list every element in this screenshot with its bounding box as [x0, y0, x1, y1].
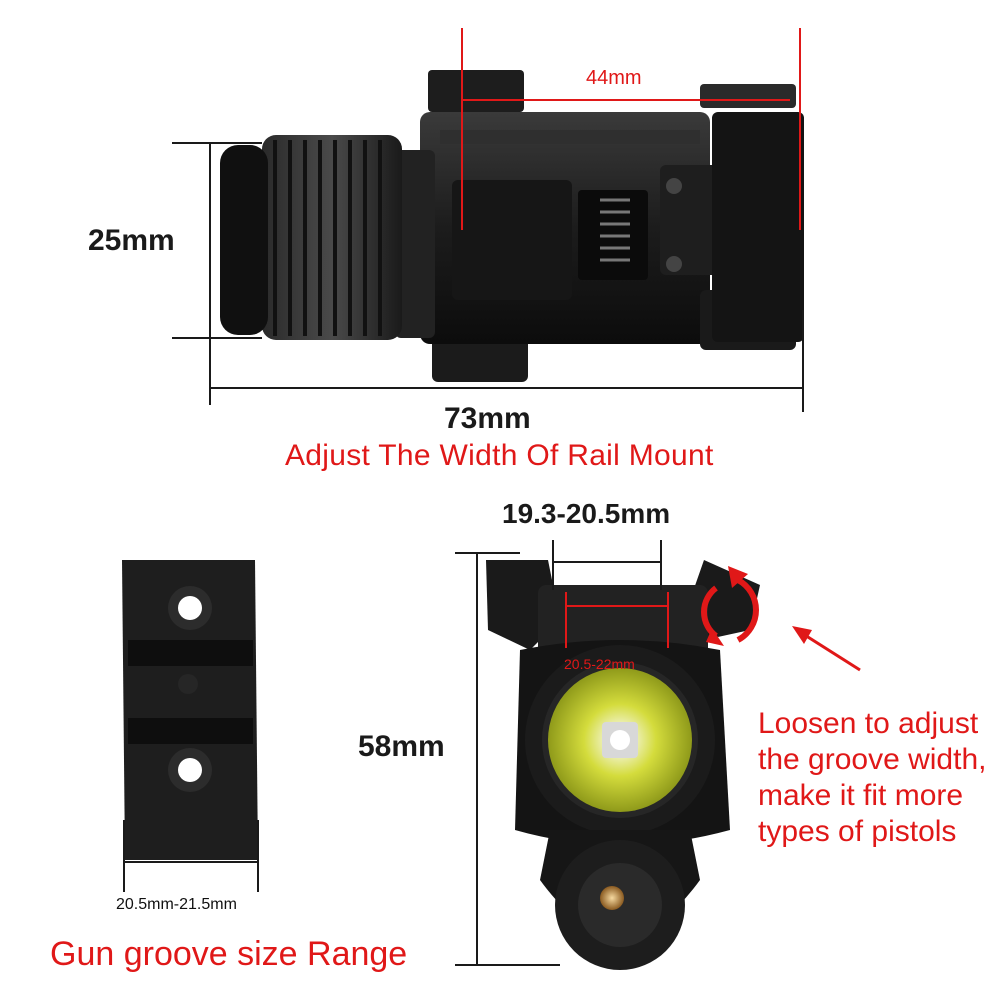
- loosen-line-1: Loosen to adjust: [758, 707, 979, 740]
- groove-range-caption: Gun groove size Range: [50, 935, 408, 973]
- loosen-line-2: the groove width,: [758, 743, 987, 776]
- dimension-lines-top: [172, 142, 804, 412]
- pointer-arrow-icon: [792, 626, 861, 672]
- mount-width-label: 19.3-20.5mm: [502, 498, 671, 529]
- rail-adapter: [122, 560, 258, 860]
- loosen-caption: Loosen to adjust the groove width, make …: [758, 706, 986, 850]
- front-view-light: [486, 560, 760, 970]
- adapter-dimension-lines: [123, 820, 259, 892]
- dimension-lines-44: [461, 28, 801, 230]
- loosen-line-3: make it fit more: [758, 779, 964, 812]
- adapter-width-label: 20.5mm-21.5mm: [116, 896, 237, 913]
- groove-dimension-lines: [565, 592, 669, 648]
- length-dimension-label: 73mm: [444, 402, 531, 435]
- rotate-arrow-icon: [701, 566, 759, 646]
- side-view-light: [220, 70, 804, 382]
- rail-width-label: 44mm: [586, 67, 642, 89]
- loosen-line-4: types of pistols: [758, 815, 957, 848]
- front-dimension-lines: [455, 540, 662, 966]
- groove-inner-label: 20.5-22mm: [564, 656, 635, 672]
- front-height-label: 58mm: [358, 730, 445, 763]
- height-dimension-label: 25mm: [88, 224, 175, 257]
- adjust-caption: Adjust The Width Of Rail Mount: [285, 439, 714, 472]
